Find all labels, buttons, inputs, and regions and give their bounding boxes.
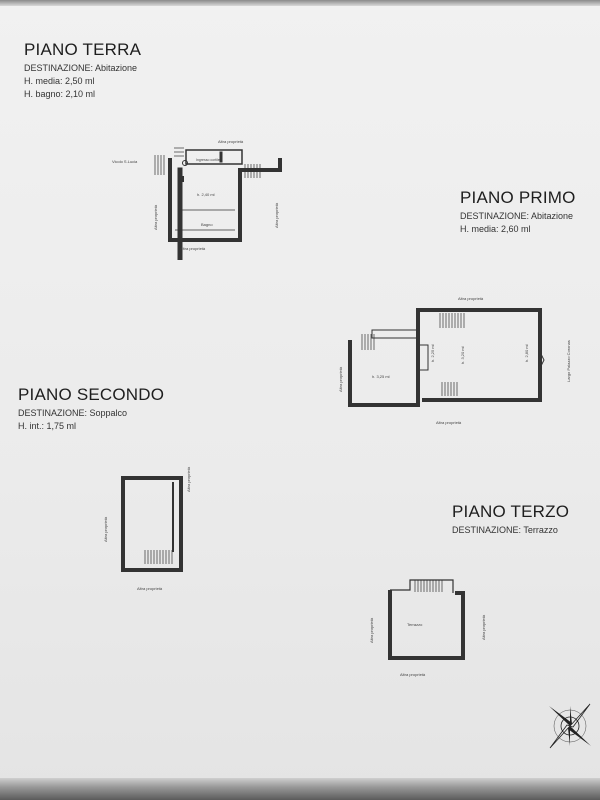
floor-plan-primo: Altra proprietà Altra proprietà h. 3,25 … bbox=[338, 296, 571, 425]
floor-terra-destination: DESTINAZIONE: Abitazione bbox=[24, 63, 141, 73]
plan-terra-strip-label: Ingresso cortile bbox=[196, 158, 220, 162]
floor-terra-title: PIANO TERRA bbox=[24, 40, 142, 59]
plan-primo-left-label: Altra proprietà bbox=[338, 366, 343, 392]
photo-top-edge bbox=[0, 0, 600, 6]
plan-secondo-left-label: Altra proprietà bbox=[103, 516, 108, 542]
plan-terra-road-label: Vicolo S.Lucia bbox=[112, 159, 138, 164]
floor-secondo-title: PIANO SECONDO bbox=[18, 385, 165, 404]
floor-terzo-info: PIANO TERZO DESTINAZIONE: Terrazzo bbox=[452, 502, 569, 535]
floor-primo-info: PIANO PRIMO DESTINAZIONE: Abitazione H. … bbox=[460, 188, 576, 234]
destination-value: Soppalco bbox=[89, 408, 128, 418]
floor-primo-destination: DESTINAZIONE: Abitazione bbox=[460, 211, 576, 221]
plan-secondo-right-label: Altra proprietà bbox=[186, 466, 191, 492]
plan-terzo-center-label: Terrazzo bbox=[407, 622, 423, 627]
floor-terra-info: PIANO TERRA DESTINAZIONE: Abitazione H. … bbox=[24, 40, 141, 99]
floor-terzo-destination: DESTINAZIONE: Terrazzo bbox=[452, 525, 569, 535]
plan-primo-top-label: Altra proprietà bbox=[458, 296, 484, 301]
plan-primo-h2-label: h. 2,25 ml bbox=[430, 344, 435, 362]
destination-value: Abitazione bbox=[531, 211, 574, 221]
plan-terzo-bottom-label: Altra proprietà bbox=[400, 672, 426, 677]
plan-terra-height-label: h. 2,40 ml bbox=[197, 192, 215, 197]
floor-terra-height: H. media: 2,50 ml bbox=[24, 76, 95, 86]
plan-terra-top-label: Altra proprietà bbox=[218, 139, 244, 144]
plan-primo-bottom-label: Altra proprietà bbox=[436, 420, 462, 425]
plan-primo-h3-label: h. 3,20 ml bbox=[460, 346, 465, 364]
plan-secondo-bottom-label: Altra proprietà bbox=[137, 586, 163, 591]
destination-label: DESTINAZIONE: bbox=[452, 525, 522, 535]
photo-bottom-edge bbox=[0, 778, 600, 800]
plan-terra-bottom-label: Altra proprietà bbox=[180, 246, 206, 251]
floor-terra-bath-height: H. bagno: 2,10 ml bbox=[24, 89, 96, 99]
plan-terzo-right-label: Altra proprietà bbox=[481, 614, 486, 640]
destination-label: DESTINAZIONE: bbox=[18, 408, 88, 418]
floor-secondo-destination: DESTINAZIONE: Soppalco bbox=[18, 408, 164, 418]
floor-plan-terra: Altra proprietà Vicolo S.Lucia Ingresso … bbox=[112, 139, 282, 260]
destination-value: Abitazione bbox=[95, 63, 138, 73]
destination-label: DESTINAZIONE: bbox=[460, 211, 530, 221]
plan-primo-right-label: Largo Palazzo Coronas bbox=[566, 340, 571, 382]
floor-plan-secondo: Altra proprietà Altra proprietà Altra pr… bbox=[103, 466, 191, 591]
floor-primo-title: PIANO PRIMO bbox=[460, 188, 576, 207]
plan-terra-left-label: Altra proprietà bbox=[153, 204, 158, 230]
compass-rose-icon bbox=[549, 703, 591, 749]
floor-terzo-title: PIANO TERZO bbox=[452, 502, 570, 521]
plan-terra-bath-label: Bagno bbox=[201, 222, 213, 227]
destination-value: Terrazzo bbox=[523, 525, 558, 535]
floor-secondo-info: PIANO SECONDO DESTINAZIONE: Soppalco H. … bbox=[18, 385, 164, 431]
plan-terzo-left-label: Altra proprietà bbox=[369, 617, 374, 643]
plan-terra-right-label: Altra proprietà bbox=[274, 202, 279, 228]
floor-plan-terzo: Terrazzo Altra proprietà Altra proprietà… bbox=[369, 579, 486, 677]
floor-secondo-height: H. int.: 1,75 ml bbox=[18, 421, 77, 431]
plan-primo-h4-label: h. 2,80 ml bbox=[524, 344, 529, 362]
destination-label: DESTINAZIONE: bbox=[24, 63, 94, 73]
floor-primo-height: H. media: 2,60 ml bbox=[460, 224, 531, 234]
plan-primo-h1-label: h. 3,25 ml bbox=[372, 374, 390, 379]
